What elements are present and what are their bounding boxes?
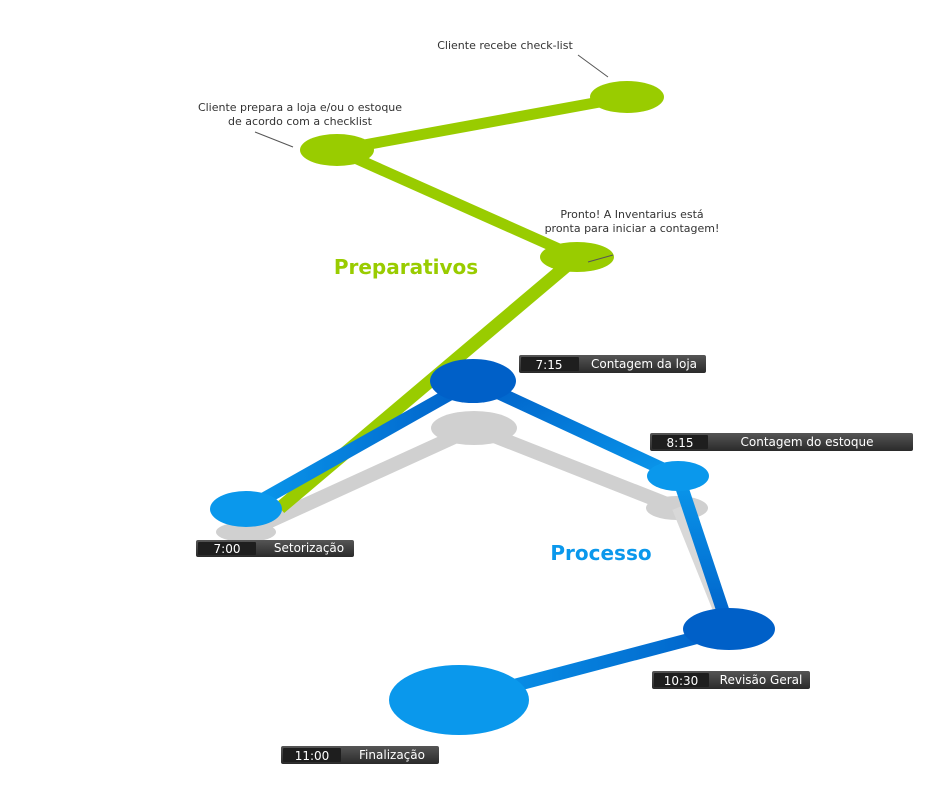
step-name: Contagem do estoque [741,435,874,449]
node-ready [540,242,614,272]
node-revisao-geral [683,608,775,650]
note-ready-line2: pronta para iniciar a contagem! [545,222,720,235]
step-name: Revisão Geral [720,673,803,687]
step-label-setorizacao: 7:00 Setorização [196,540,354,557]
shadow-path [216,411,727,622]
step-time: 10:30 [664,674,699,688]
step-name: Setorização [274,541,344,555]
note-prepare-line1: Cliente prepara a loja e/ou o estoque [198,101,402,114]
note-receive: Cliente recebe check-list [437,39,573,52]
node-contagem-loja [430,359,516,403]
node-finalizacao [389,665,529,735]
process-path [210,359,775,735]
step-time: 7:15 [536,358,563,372]
node-prepare [300,134,374,166]
section-title-processo: Processo [550,541,651,565]
step-name: Finalização [359,748,425,762]
step-time: 11:00 [295,749,330,763]
node-setorizacao [210,491,282,527]
step-time: 7:00 [214,542,241,556]
note-prepare-line2: de acordo com a checklist [228,115,373,128]
node-contagem-estoque [647,461,709,491]
step-label-contagem-estoque: 8:15 Contagem do estoque [650,433,913,451]
node-receive [590,81,664,113]
note-ready-line1: Pronto! A Inventarius está [560,208,703,221]
section-title-preparativos: Preparativos [334,255,478,279]
step-name: Contagem da loja [591,357,697,371]
step-label-finalizacao: 11:00 Finalização [281,746,439,764]
step-label-revisao-geral: 10:30 Revisão Geral [652,671,810,689]
step-time: 8:15 [667,436,694,450]
step-label-contagem-loja: 7:15 Contagem da loja [519,355,706,373]
note-pointers [254,54,614,263]
